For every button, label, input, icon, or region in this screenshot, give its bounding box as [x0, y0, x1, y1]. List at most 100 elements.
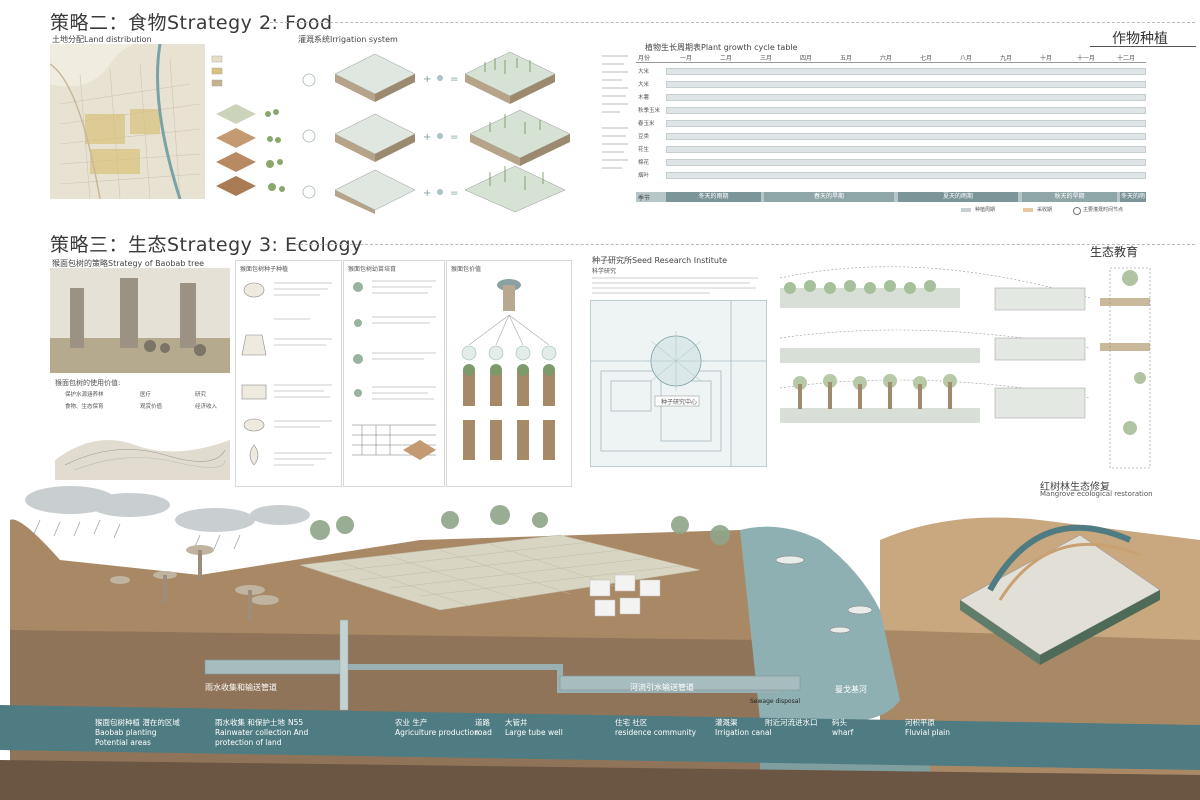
gantt-row-bar: [666, 133, 1146, 140]
land-legend-drawing: [211, 55, 285, 196]
seedling-steps: [352, 280, 436, 460]
eco-education-title: 生态教育: [1090, 245, 1139, 259]
section-label-zh: 大管井: [505, 718, 528, 727]
baobab-strategy-title: 猴面包树的策略Strategy of Baobab tree: [52, 259, 205, 268]
strategy3-title: 策略三：生态Strategy 3: Ecology: [50, 234, 363, 256]
gantt-row-label: 花生: [638, 147, 650, 153]
river-name-label: 曼戈基河: [835, 685, 867, 694]
seed-institute-subtitle: 科学研究: [592, 268, 617, 275]
section-label-en: Irrigation canal: [715, 728, 772, 737]
seedling-breeding-title: 猴面包树幼苗培育: [348, 266, 397, 273]
baobab-value-title: 猴面包价值: [451, 266, 482, 273]
gantt-row-label: 棉花: [638, 160, 650, 166]
gantt-row-label: 豆类: [638, 134, 650, 140]
usage-item-4: 研究: [195, 392, 207, 398]
gantt-row-label: 春玉米: [638, 121, 655, 127]
gantt-row-bar: [666, 172, 1146, 179]
map-drawing: [50, 44, 205, 199]
legend-harvest: 采收期: [1037, 207, 1053, 213]
season-bar: 季节 冬天的雨期春天的旱期夏天的雨期秋天的旱期冬天的雨期: [636, 192, 1146, 210]
seed-planting-panel: 猴面包树种子种植: [235, 260, 342, 487]
gantt-row-bar: [666, 146, 1146, 153]
gantt-row-label: 大米: [638, 82, 650, 88]
gantt-row-bar: [666, 159, 1146, 166]
crop-notes: [602, 52, 632, 182]
land-legend: [210, 44, 290, 204]
usage-item-5: 经济收入: [195, 404, 218, 410]
svg-text:+: +: [423, 188, 431, 199]
gantt-row-label: 木薯: [638, 95, 650, 101]
section-label-en: Large tube well: [505, 728, 563, 737]
gantt-month-0: 一月: [679, 55, 692, 62]
gantt-row-label: 秋季玉米: [638, 108, 661, 114]
header-divider: [270, 22, 1195, 23]
baobab-terrain-sketch: [55, 420, 230, 480]
seed-plan-drawing: [591, 301, 766, 466]
irrigation-title: 灌溉系统Irrigation system: [298, 35, 398, 44]
baobab-photo-drawing: [50, 268, 230, 373]
section-label-zh: 河积平原: [905, 718, 935, 727]
season-segment: 春天的旱期: [764, 192, 894, 202]
section-label-en: Baobab planting Potential areas: [95, 728, 157, 747]
gantt-row-bar: [666, 94, 1146, 101]
gantt-month-header: 月份: [638, 55, 651, 62]
landscape-section: [0, 480, 1200, 800]
seed-center-label: 种子研究中心: [661, 399, 698, 406]
section-label-zh: 道路: [475, 718, 490, 727]
gantt-month-8: 九月: [999, 55, 1012, 62]
section-label-en: Fluvial plain: [905, 728, 951, 737]
season-segment: 秋天的旱期: [1022, 192, 1117, 202]
svg-text:+: +: [423, 74, 431, 85]
gantt-title: 植物生长周期表Plant growth cycle table: [645, 43, 798, 52]
svg-text:=: =: [450, 132, 458, 143]
section-label-zh: 雨水收集 和保护土地: [215, 718, 285, 727]
season-segment: 冬天的雨期: [666, 192, 761, 202]
section-label-zh: 猴面包树种植 潜在的区域: [95, 718, 180, 727]
season-segment: 夏天的雨期: [898, 192, 1018, 202]
irrigation-drawing: +++ ===: [302, 51, 571, 214]
section-label-zh: 灌溉渠: [715, 718, 738, 727]
gantt-month-3: 四月: [799, 55, 812, 62]
pipe-river-label: 河流引水输送管道: [630, 683, 694, 692]
section-label-zh: N55: [288, 718, 304, 727]
pipe-rain-label: 雨水收集和输送管道: [205, 683, 277, 692]
land-distribution-title: 土地分配Land distribution: [52, 35, 152, 44]
gantt-month-7: 八月: [959, 55, 972, 62]
legend-swatch-harvest: [1023, 208, 1033, 212]
crop-planting-title: 作物种植: [1112, 31, 1168, 47]
baobab-value-panel: 猴面包价值: [446, 260, 572, 487]
landscape-section-drawing: [0, 486, 1200, 800]
sewage-label: Sewage disposal: [750, 698, 801, 705]
svg-text:=: =: [450, 188, 458, 199]
crop-title-underline: [1090, 46, 1196, 47]
seed-planting-title: 猴面包树种子种植: [240, 266, 289, 273]
gantt-row-bar: [666, 68, 1146, 75]
eco-education-diagram: [770, 258, 1195, 473]
gantt-row-bar: [666, 120, 1146, 127]
strategy3-divider: [290, 244, 1195, 245]
legend-swatch-irrigation: [1073, 207, 1081, 215]
baobab-photo: [50, 268, 230, 373]
gantt-month-6: 七月: [919, 55, 932, 62]
gantt-month-10: 十一月: [1076, 55, 1095, 62]
gantt-month-5: 六月: [879, 55, 892, 62]
gantt-row-label: 大米: [638, 69, 650, 75]
gantt-month-9: 十月: [1039, 55, 1052, 62]
eco-education-drawing: [779, 266, 1151, 469]
gantt-header: 月份 一月二月三月四月五月六月七月八月九月十月十一月十二月: [636, 52, 1146, 63]
gantt-legend: 种植周期 采收期 主要灌溉时间节点: [961, 206, 1146, 215]
strategy2-title: 策略二：食物Strategy 2: Food: [50, 12, 333, 34]
seed-institute-title: 种子研究所Seed Research Institute: [592, 256, 728, 265]
seed-institute-plan: 种子研究中心: [590, 300, 767, 467]
gantt-row-bar: [666, 81, 1146, 88]
season-segment: 冬天的雨期: [1120, 192, 1146, 210]
seed-planting-steps: [241, 282, 332, 466]
section-label-en: residence community: [615, 728, 697, 737]
usage-item-3: 观赏价值: [140, 404, 163, 410]
